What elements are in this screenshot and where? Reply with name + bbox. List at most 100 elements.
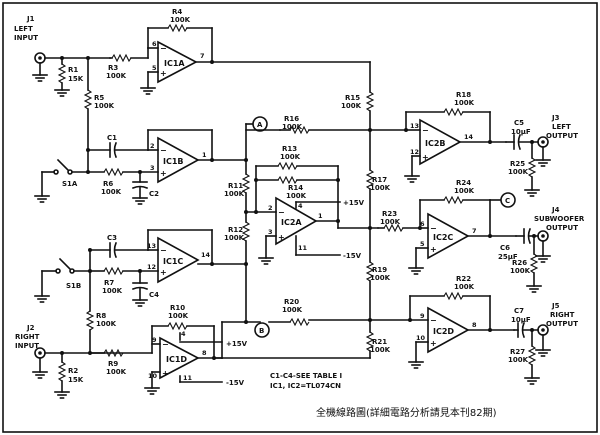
- node-c-label: C: [505, 197, 510, 205]
- j3-label-2: OUTPUT: [546, 132, 578, 140]
- s1a-ref: S1A: [62, 180, 78, 188]
- r1-val: 15K: [68, 75, 84, 83]
- capacitor-c4: C4: [131, 269, 159, 307]
- svg-text:+: +: [422, 153, 429, 162]
- svg-text:9: 9: [420, 312, 425, 320]
- jack-j5: J5 RIGHT OUTPUT: [535, 302, 578, 357]
- ic2c-label: IC2C: [433, 233, 453, 242]
- r13-val: 100K: [280, 153, 301, 161]
- resistor-r5: R5 100K: [83, 57, 115, 151]
- svg-text:+: +: [430, 339, 437, 348]
- ic1a-label: IC1A: [164, 59, 185, 68]
- resistor-r9: R9 100K: [88, 348, 127, 376]
- j5-ref: J5: [551, 302, 560, 310]
- note-line-1: C1-C4-SEE TABLE I: [270, 372, 342, 380]
- jack-j1: J1 LEFT INPUT: [14, 15, 111, 82]
- svg-text:+: +: [162, 369, 169, 378]
- r18-ref: R18: [456, 91, 471, 99]
- j2-label-2: INPUT: [15, 342, 39, 350]
- r10-ref: R10: [170, 304, 185, 312]
- svg-text:13: 13: [147, 242, 156, 250]
- svg-text:4: 4: [181, 330, 186, 338]
- svg-text:4: 4: [298, 202, 303, 210]
- resistor-r23: R23 100K: [377, 210, 421, 233]
- j3-label-1: LEFT: [552, 123, 571, 131]
- r25-ref: R25: [510, 160, 525, 168]
- j1-ref: J1: [26, 15, 35, 23]
- svg-text:1: 1: [318, 212, 323, 220]
- opamp-ic2a: IC2A 2 3 − + 1 +15V -15V 4 11: [245, 165, 379, 265]
- opamp-ic1d: IC1D 9 10 − + 8 +15V -15V 4 11: [144, 321, 261, 395]
- svg-text:−: −: [278, 208, 285, 217]
- c5-val: 10µF: [511, 128, 531, 136]
- svg-text:2: 2: [150, 142, 155, 150]
- resistor-r19: R19 100K: [365, 227, 391, 322]
- svg-text:−: −: [160, 146, 167, 155]
- capacitor-c1: C1: [86, 134, 149, 159]
- svg-text:13: 13: [410, 122, 419, 130]
- ic1d-label: IC1D: [166, 355, 187, 364]
- jack-j4: J4 SUBWOOFER OUTPUT: [534, 206, 585, 263]
- r8-val: 100K: [96, 320, 117, 328]
- r20-ref: R20: [284, 298, 299, 306]
- resistor-r1: R1 15K: [54, 56, 84, 97]
- resistor-r4: R4 100K: [147, 8, 213, 33]
- resistor-r10: R10 100K: [151, 304, 215, 331]
- j4-label-2: OUTPUT: [546, 224, 578, 232]
- svg-text:−: −: [160, 44, 167, 53]
- svg-text:14: 14: [464, 133, 474, 141]
- r1-ref: R1: [68, 66, 78, 74]
- r11-val: 100K: [224, 190, 245, 198]
- r2-val: 15K: [68, 376, 84, 384]
- svg-text:8: 8: [472, 321, 477, 329]
- resistor-r21: R21 100K: [221, 319, 391, 359]
- resistor-r26: R26 100K: [510, 234, 542, 293]
- r12-ref: R12: [228, 226, 243, 234]
- jack-j2: J2 RIGHT INPUT: [15, 324, 153, 379]
- resistor-r14: R14 100K: [277, 175, 339, 200]
- svg-text:7: 7: [472, 227, 477, 235]
- svg-text:+: +: [160, 169, 167, 178]
- j4-label-1: SUBWOOFER: [534, 215, 585, 223]
- svg-text:+: +: [160, 268, 167, 277]
- r27-ref: R27: [510, 348, 525, 356]
- svg-text:12: 12: [147, 263, 156, 271]
- r23-val: 100K: [380, 218, 401, 226]
- left-bus: A: [244, 116, 281, 175]
- j1-label-1: LEFT: [14, 25, 33, 33]
- r16-ref: R16: [284, 115, 299, 123]
- svg-text:5: 5: [152, 64, 157, 72]
- c7-ref: C7: [514, 307, 524, 315]
- r14-val: 100K: [286, 192, 307, 200]
- svg-text:−: −: [430, 224, 437, 233]
- r12-val: 100K: [224, 234, 245, 242]
- r13-ref: R13: [282, 145, 297, 153]
- switch-s1b: S1B: [34, 249, 92, 303]
- r19-val: 100K: [370, 274, 391, 282]
- resistor-r12: R12 100K B: [224, 211, 270, 338]
- figure-caption: 全機線路圖(詳細電路分析請見本刊82期): [316, 406, 497, 419]
- svg-text:+: +: [278, 233, 285, 242]
- r26-val: 100K: [510, 267, 531, 275]
- capacitor-c7: C7 10µF: [511, 307, 539, 339]
- resistor-r27: R27 100K: [508, 328, 540, 385]
- r9-val: 100K: [106, 368, 127, 376]
- node-a-label: A: [257, 121, 263, 129]
- r14-ref: R14: [288, 184, 303, 192]
- opamp-ic2d: IC2D 9 10 − + 8: [408, 295, 515, 369]
- r7-val: 100K: [102, 287, 123, 295]
- r3-val: 100K: [106, 72, 127, 80]
- resistor-r8: R8 100K: [85, 270, 117, 354]
- j5-label-1: RIGHT: [550, 311, 575, 319]
- svg-text:14: 14: [201, 251, 211, 259]
- resistor-r6: R6 100K: [87, 167, 141, 196]
- resistor-r11: R11 100K: [224, 173, 251, 214]
- r17-val: 100K: [370, 184, 391, 192]
- c6-ref: C6: [500, 244, 510, 252]
- c2-ref: C2: [149, 190, 159, 198]
- svg-text:11: 11: [298, 244, 308, 252]
- ic2-neg-supply: -15V: [343, 252, 362, 260]
- r17-ref: R17: [372, 176, 387, 184]
- resistor-r2: R2 15K: [54, 351, 84, 399]
